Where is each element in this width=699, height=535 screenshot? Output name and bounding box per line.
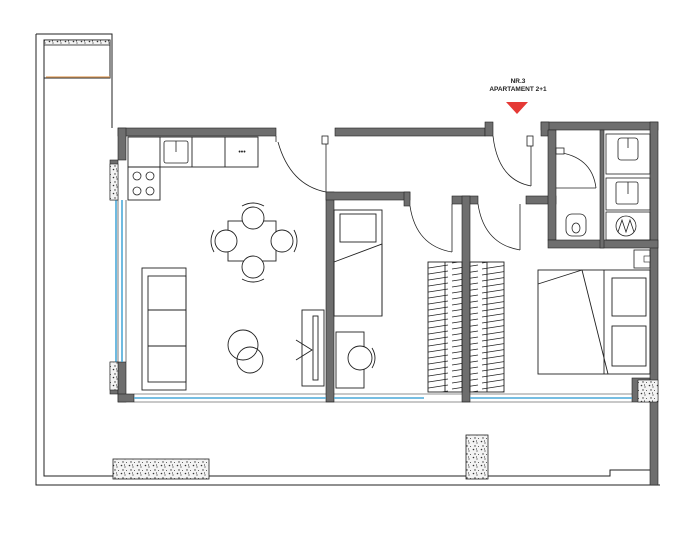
oven-controls-icon: ••• <box>238 149 246 156</box>
cooktop-icon <box>132 171 155 196</box>
entrance-marker <box>506 102 528 114</box>
coffee-tables <box>227 329 264 374</box>
tv-unit <box>295 309 325 387</box>
column-bottom <box>465 434 489 480</box>
double-bed <box>537 269 651 375</box>
apartment-number-label: NR.3 <box>510 78 526 85</box>
switch-box <box>643 255 651 263</box>
exterior-walls <box>109 121 659 486</box>
single-bed <box>333 209 383 317</box>
window-frames <box>109 163 632 403</box>
desk <box>335 331 376 389</box>
kitchen-sink <box>163 140 189 164</box>
doors <box>275 135 597 253</box>
planter-top <box>43 39 111 46</box>
sofa <box>141 267 187 391</box>
kitchen-counter <box>127 136 259 201</box>
terrace-outline <box>35 33 660 486</box>
glazing <box>115 200 632 399</box>
bathroom-fixtures <box>565 133 651 241</box>
apartment-type-label: APARTAMENT 2+1 <box>489 86 547 93</box>
wardrobes <box>427 261 505 393</box>
column-right <box>637 379 659 403</box>
interior-walls <box>325 129 659 403</box>
dining-table <box>210 202 298 283</box>
planter-bottom-left <box>112 458 210 480</box>
